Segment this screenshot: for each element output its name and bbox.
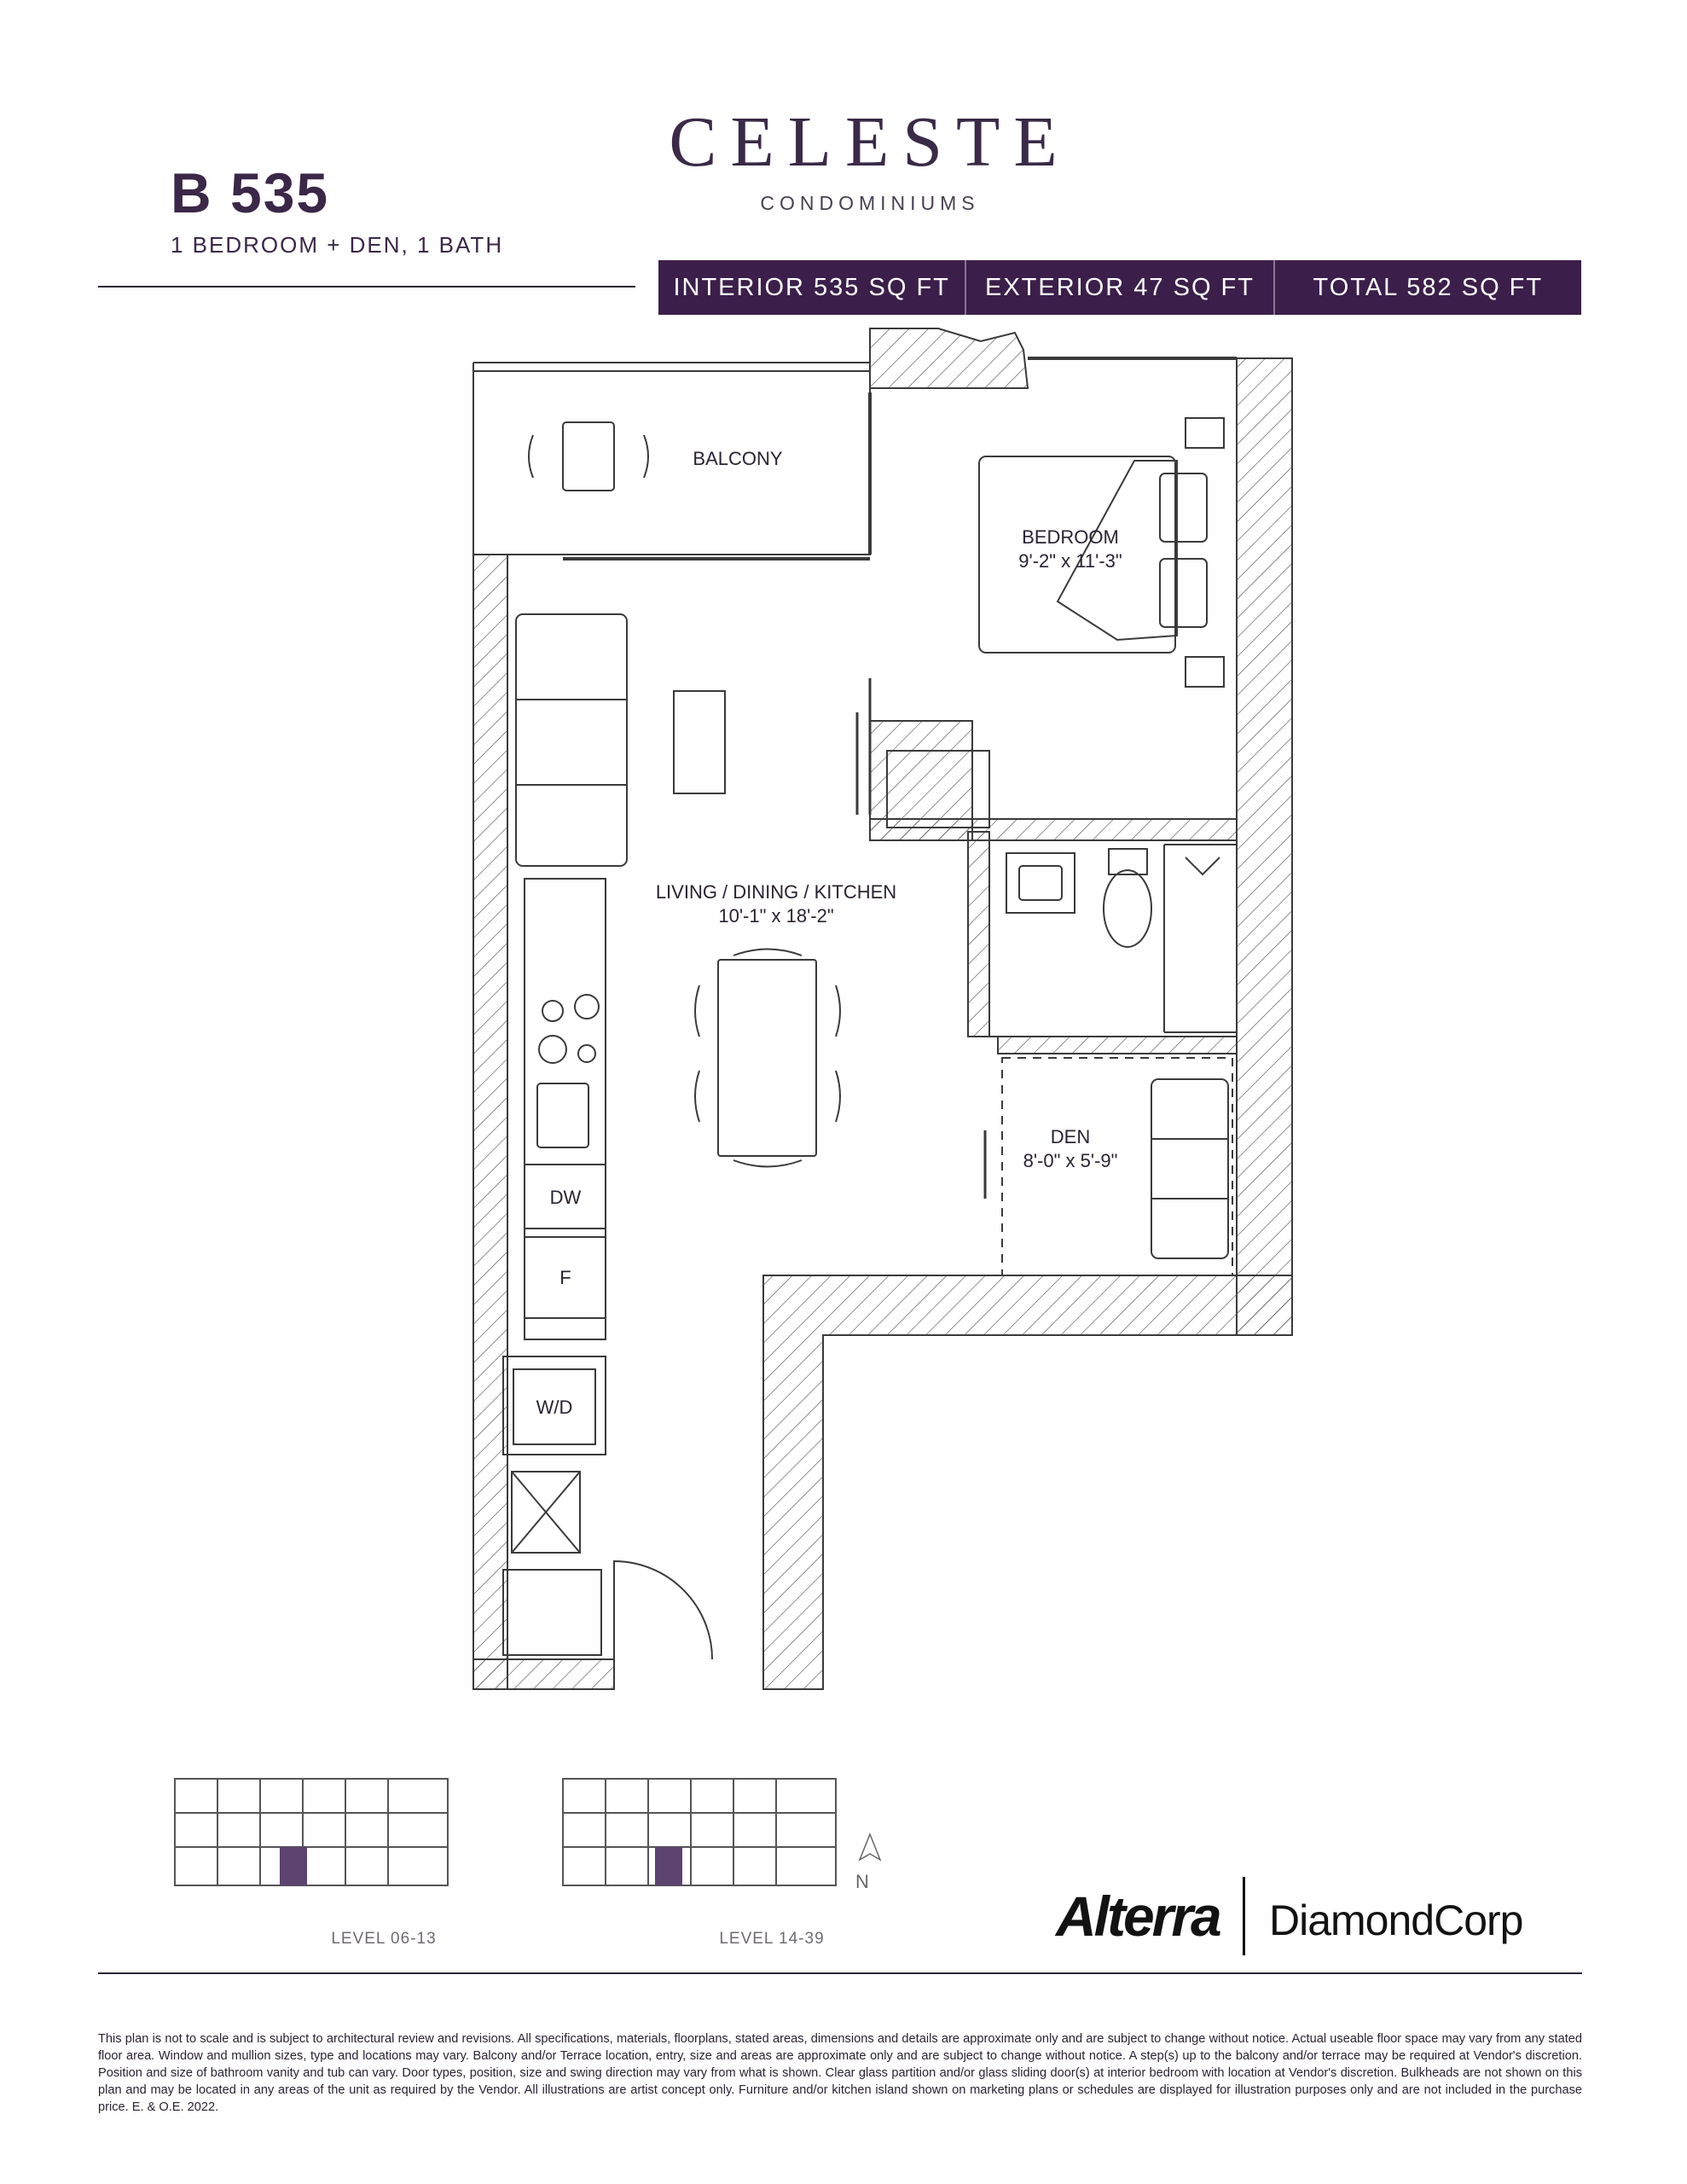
bottom-wall	[472, 1658, 615, 1690]
total-area: TOTAL 582 SQ FT	[1313, 273, 1544, 301]
west-wall	[472, 554, 508, 1690]
brand-subtitle: CONDOMINIUMS	[760, 192, 980, 214]
footer-divider	[98, 1972, 1582, 1974]
bath-west-wall	[967, 831, 990, 1037]
fridge-label: F	[559, 1267, 571, 1288]
balcony-outline	[472, 370, 871, 555]
closet-wall	[869, 720, 973, 841]
living-size: 10'-1" x 18'-2"	[718, 905, 833, 926]
living-label: LIVING / DINING / KITCHEN	[656, 881, 896, 903]
key-plan-label-1: LEVEL 06-13	[331, 1930, 437, 1948]
exterior-area: EXTERIOR 47 SQ FT	[966, 260, 1275, 315]
den-label: DEN	[1051, 1126, 1090, 1147]
unit-type: 1 BEDROOM + DEN, 1 BATH	[171, 232, 504, 258]
key-plan-level-06-13	[174, 1778, 449, 1886]
disclaimer-text: This plan is not to scale and is subject…	[98, 2032, 1582, 2114]
dishwasher-label: DW	[550, 1187, 582, 1208]
south-wall	[762, 1275, 1293, 1690]
north-arrow-icon	[858, 1832, 882, 1862]
interior-area: INTERIOR 535 SQ FT	[658, 260, 967, 315]
key-plan-level-14-39	[562, 1778, 837, 1886]
alterra-logo: Alterra	[1056, 1885, 1222, 1948]
east-wall	[1236, 357, 1293, 1336]
north-label: N	[855, 1871, 869, 1892]
den-size: 8'-0" x 5'-9"	[1023, 1150, 1118, 1171]
balcony-label: BALCONY	[693, 448, 782, 469]
key-plan-label-2: LEVEL 14-39	[719, 1930, 825, 1948]
bedroom-size: 9'-2" x 11'-3"	[1018, 550, 1122, 572]
header-divider	[98, 286, 635, 288]
north-wall-segment	[869, 328, 1029, 389]
floor-plan: BALCONY BEDROOM 9'-2" x 11'-3" LIVING / …	[472, 328, 1293, 1690]
area-summary-bar: INTERIOR 535 SQ FT EXTERIOR 47 SQ FT TOT…	[658, 260, 1581, 315]
unit-code: B 535	[171, 161, 330, 224]
bedroom-label: BEDROOM	[1022, 526, 1119, 548]
den-north-wall	[997, 1036, 1238, 1054]
brand-name: CELESTE	[669, 102, 1071, 182]
logo-divider	[1243, 1877, 1245, 1955]
washer-dryer-label: W/D	[536, 1397, 573, 1418]
diamondcorp-logo: DiamondCorp	[1269, 1896, 1523, 1944]
